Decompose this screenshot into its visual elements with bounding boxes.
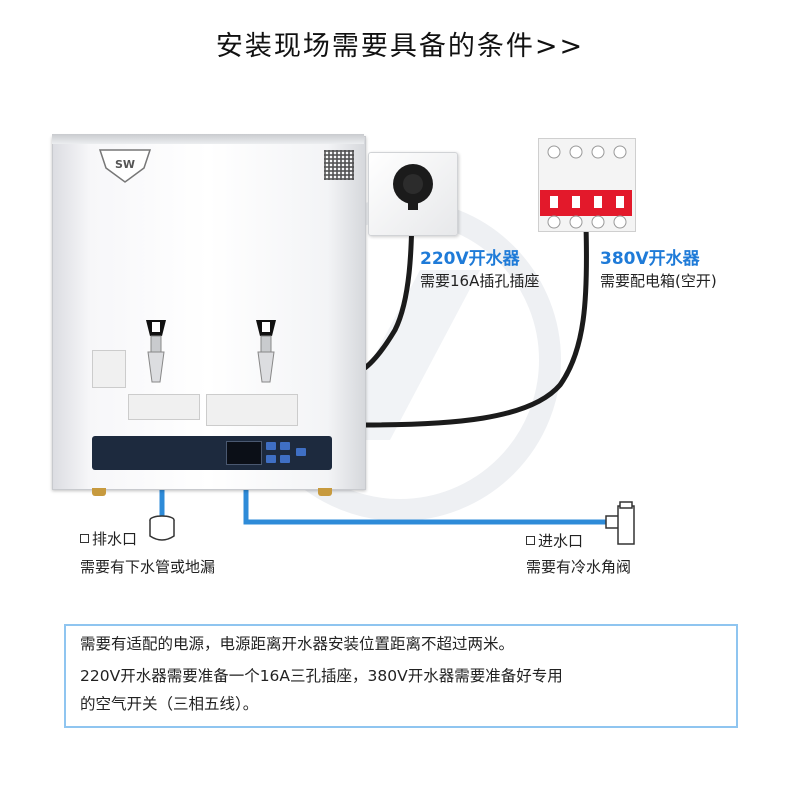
label-380v-desc: 需要配电箱(空开) [600,272,717,290]
inlet-title: 进水口 [538,532,584,550]
panel-button [296,448,306,456]
label-380v-title: 380V开水器 [600,249,700,269]
inlet-label: 进水口 [526,530,583,551]
panel-button [266,455,276,463]
boiler-foot [92,488,106,496]
tap-icon-left [146,320,166,383]
square-outline-icon [80,534,89,543]
breaker-detail [547,145,627,229]
drain-label: 排水口 [80,528,137,549]
inlet-pipe [243,488,610,525]
panel-button [280,455,290,463]
warning-sticker [92,350,126,388]
power-cable-380v [361,223,590,428]
control-panel [92,436,332,470]
boiler-logo-icon: SW [98,149,152,183]
qr-code-icon [324,150,354,180]
drain-title: 排水口 [92,530,138,548]
drain-desc: 需要有下水管或地漏 [80,558,216,576]
drain-cup-icon [149,515,175,541]
water-boiler-top [52,134,364,144]
note-line-1: 需要有适配的电源，电源距离开水器安装位置距离不超过两米。 [80,635,515,653]
inlet-desc: 需要有冷水角阀 [526,558,632,576]
panel-display [226,441,262,465]
note-line-3: 的空气开关（三相五线）。 [80,695,259,713]
label-220v-desc: 需要16A插孔插座 [420,272,540,290]
tap-icon-right [256,320,276,383]
boiler-foot [318,488,332,496]
angle-valve-icon [605,501,635,545]
panel-button [266,442,276,450]
panel-button [280,442,290,450]
note-line-2: 220V开水器需要准备一个16A三孔插座，380V开水器需要准备好专用 [80,667,563,685]
page-title: 安装现场需要具备的条件>> [215,31,585,62]
power-plug-icon [393,164,433,210]
power-cable-220v [359,197,415,373]
spec-sticker-left [128,394,200,420]
spec-sticker-right [206,394,298,426]
note-box [64,624,738,728]
label-220v-title: 220V开水器 [420,249,520,269]
boiler-logo-text: SW [115,158,135,171]
water-boiler [52,136,366,490]
square-outline-icon [526,536,535,545]
